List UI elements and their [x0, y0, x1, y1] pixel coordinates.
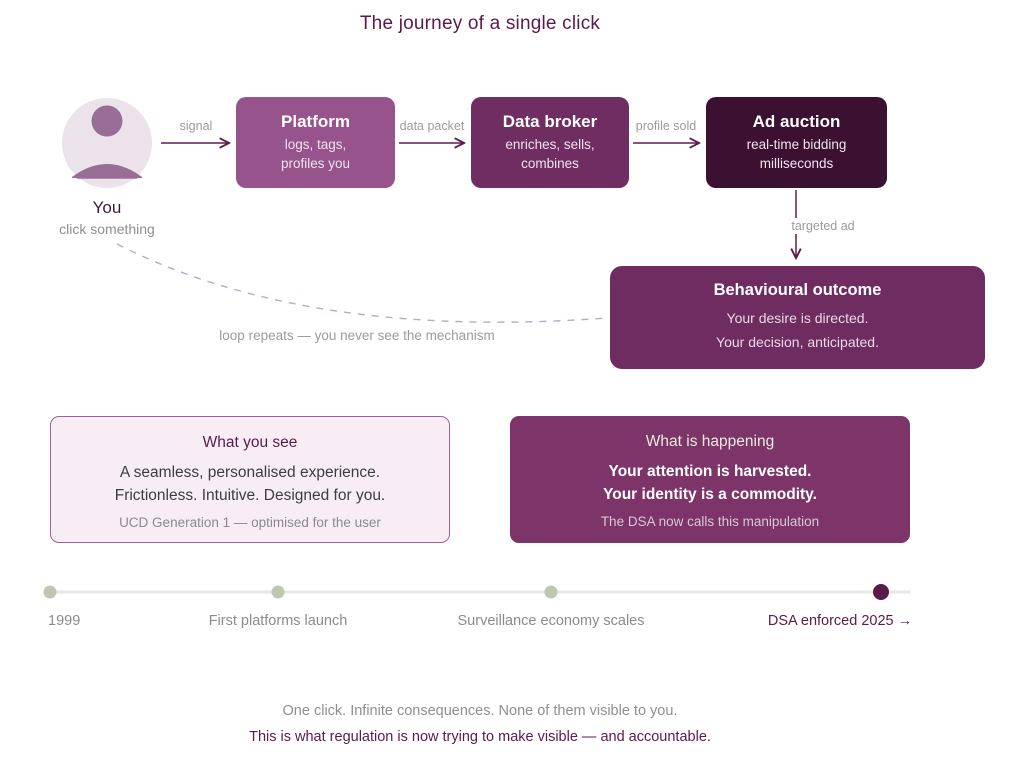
timeline-dot-highlight: [873, 584, 889, 600]
timeline: [43, 584, 910, 600]
timeline-dot: [544, 585, 558, 599]
timeline-dot: [271, 585, 285, 599]
dashed-loop-curve: [116, 243, 607, 323]
user-avatar-icon: [62, 98, 152, 188]
timeline-dot: [43, 585, 57, 599]
